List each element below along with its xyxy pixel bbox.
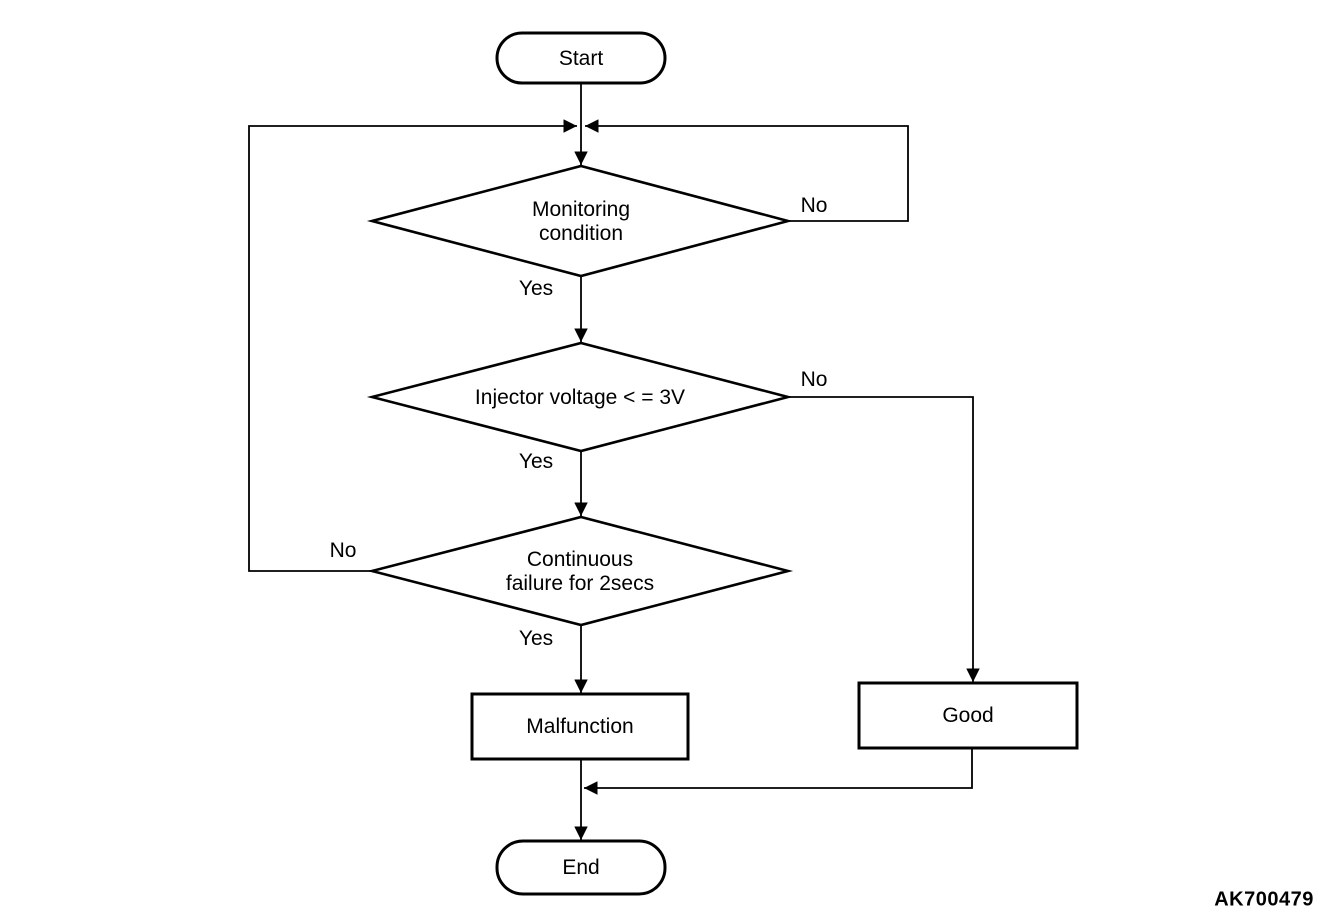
end-label: End: [562, 856, 600, 879]
edge-decision2-no: [788, 396, 980, 682]
decision1-no-label: No: [800, 194, 828, 217]
decision3-yes-label: Yes: [518, 627, 554, 650]
decision3-label-line1: Continuous: [526, 548, 634, 571]
edge-decision1-no-loop: [585, 119, 909, 222]
malfunction-label: Malfunction: [526, 715, 634, 738]
decision2-no-label: No: [800, 368, 828, 391]
figure-code: AK700479: [1214, 888, 1314, 911]
start-node: [495, 31, 667, 85]
decision1-label: Monitoring condition: [532, 198, 630, 246]
decision2-injector-voltage: [366, 341, 794, 453]
edge-good-merge: [584, 748, 973, 795]
end-node: [495, 839, 667, 896]
start-label: Start: [558, 47, 604, 70]
malfunction-node: [470, 692, 690, 761]
decision1-yes-label: Yes: [518, 277, 554, 300]
decision2-label: Injector voltage < = 3V: [474, 386, 686, 409]
good-node: [857, 681, 1079, 750]
decision1-monitoring-condition: [366, 164, 794, 278]
decision1-label-line1: Monitoring: [531, 198, 631, 221]
decision3-label: Continuous failure for 2secs: [506, 548, 654, 596]
decision2-yes-label: Yes: [518, 450, 554, 473]
edge-decision3-no-loop: [248, 119, 577, 572]
good-label: Good: [942, 704, 994, 727]
decision3-no-label: No: [329, 539, 357, 562]
decision3-label-line2: failure for 2secs: [505, 572, 655, 595]
decision1-label-line2: condition: [538, 222, 624, 245]
decision3-continuous-failure: [366, 515, 794, 627]
